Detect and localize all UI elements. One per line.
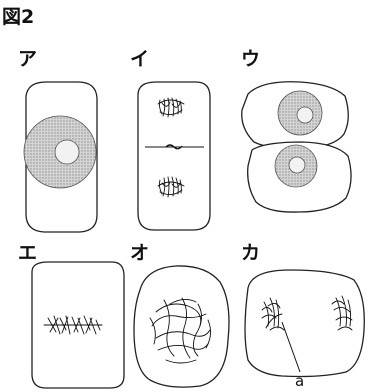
cell-e-metaphase: [32, 262, 124, 388]
annotation-a: a: [295, 372, 304, 390]
cell-i-telophase: [138, 82, 210, 230]
cell-ka-anaphase: [245, 270, 364, 377]
cell-u-daughters: [242, 82, 351, 212]
cell-o-prophase: [134, 266, 229, 387]
cell-a-interphase: [24, 82, 97, 232]
nucleolus-a: [55, 140, 79, 164]
